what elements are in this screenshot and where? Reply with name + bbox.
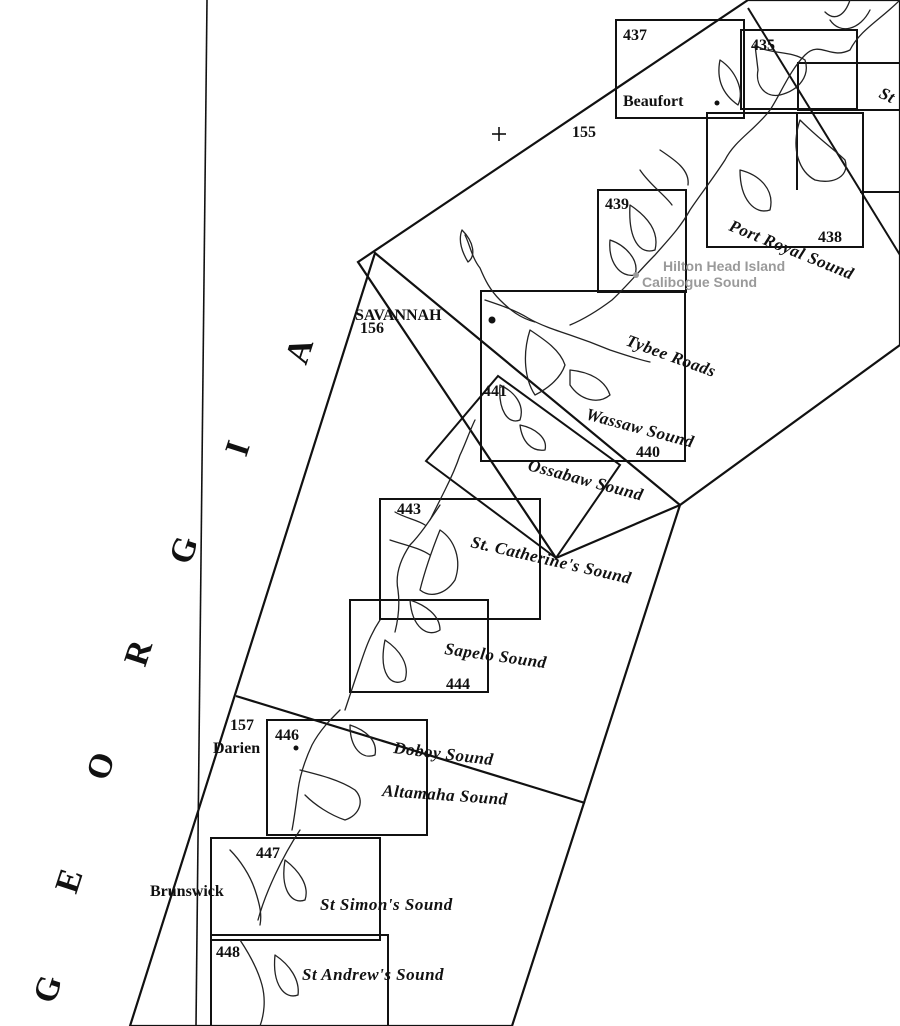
chart-box-438-diag <box>747 7 900 256</box>
chart-number-156: 156 <box>360 320 384 337</box>
hilton-head-marker <box>633 272 639 278</box>
chart-box-441[interactable] <box>424 374 622 560</box>
state-letter-g2: G <box>162 532 205 569</box>
place-brunswick: Brunswick <box>150 883 224 900</box>
state-letter-e: E <box>48 864 90 897</box>
chart-number-444: 444 <box>446 676 470 693</box>
chart-box-448[interactable] <box>210 934 389 1026</box>
chart-number-447: 447 <box>256 845 280 862</box>
chart-box-444[interactable] <box>349 599 489 693</box>
chart-number-440: 440 <box>636 444 660 461</box>
state-letter-o: O <box>79 748 122 785</box>
chart-number-157: 157 <box>230 717 254 734</box>
meridian-line <box>195 0 208 1026</box>
overlay-hilton-head: Hilton Head Island <box>663 258 785 274</box>
state-letter-i: I <box>218 436 257 460</box>
overlay-calibogue: Calibogue Sound <box>642 274 757 290</box>
chart-number-439: 439 <box>605 196 629 213</box>
darien-marker <box>293 745 299 751</box>
sound-doboy: Doboy Sound <box>392 738 495 769</box>
chart-number-443: 443 <box>397 501 421 518</box>
chart-box-437[interactable] <box>615 19 745 119</box>
chart-box-446[interactable] <box>266 719 428 836</box>
chart-number-441: 441 <box>483 383 507 400</box>
chart-number-446: 446 <box>275 727 299 744</box>
sound-sapelo: Sapelo Sound <box>443 639 547 672</box>
chart-box-440[interactable] <box>480 290 686 462</box>
chart-box-447[interactable] <box>210 837 381 941</box>
plus-marker <box>492 127 506 141</box>
chart-frame-155 <box>356 0 900 560</box>
coastline <box>229 0 900 1026</box>
chart-number-437: 437 <box>623 27 647 44</box>
place-darien: Darien <box>213 740 260 757</box>
sound-st-simons: St Simon's Sound <box>320 895 453 914</box>
chart-number-155: 155 <box>572 124 596 141</box>
place-beaufort: Beaufort <box>623 93 684 110</box>
chart-number-435: 435 <box>751 37 775 54</box>
state-letter-g1: G <box>26 971 69 1008</box>
state-letter-a: A <box>278 333 321 368</box>
beaufort-marker <box>714 100 720 106</box>
chart-box-438[interactable] <box>706 112 864 248</box>
chart-number-438: 438 <box>818 229 842 246</box>
sound-altamaha: Altamaha Sound <box>381 781 509 809</box>
chart-frame-156 <box>128 251 682 1026</box>
place-st-fragment: St <box>876 83 898 107</box>
savannah-marker <box>488 316 496 324</box>
chart-number-448: 448 <box>216 944 240 961</box>
chart-box-443[interactable] <box>379 498 541 620</box>
chart-frame-157-line <box>235 694 586 805</box>
state-letter-r: R <box>117 635 160 670</box>
sound-st-catherines: St. Catherine's Sound <box>469 532 633 587</box>
place-savannah: SAVANNAH <box>355 307 442 324</box>
sound-st-andrews: St Andrew's Sound <box>302 965 444 984</box>
sound-tybee: Tybee Roads <box>624 331 719 381</box>
